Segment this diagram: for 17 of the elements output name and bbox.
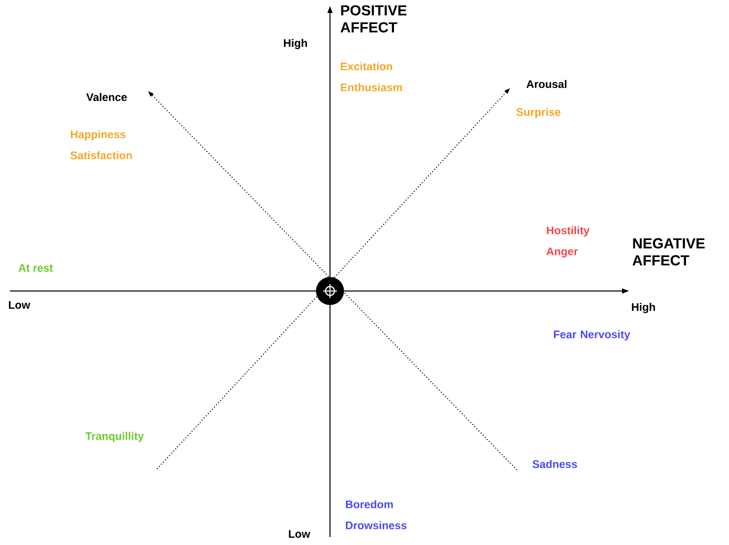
emotion-label: Happiness Satisfaction — [70, 130, 132, 160]
emotion-label: Tranquillity — [85, 432, 144, 442]
axis-label: High — [632, 302, 655, 314]
emotion-label: Surprise — [516, 108, 560, 118]
emotion-label: Excitation Enthusiasm — [340, 62, 402, 92]
axis-title: NEGATIVE AFFECT — [632, 238, 705, 266]
emotion-label: At rest — [18, 264, 53, 272]
axis-label: Low — [288, 530, 310, 538]
axis-label: High — [284, 38, 307, 50]
axis-label: Valence — [86, 92, 127, 102]
emotion-label: Fear Nervosity — [554, 330, 630, 340]
emotion-label: Sadness — [532, 460, 577, 468]
emotion-label: Boredom Drowsiness — [346, 500, 406, 530]
axis-title: POSITIVE AFFECT — [340, 5, 407, 32]
emotion-label: Hostility Anger — [546, 226, 590, 258]
axis-label: Arousal — [526, 80, 566, 88]
axis-label: Low — [8, 301, 30, 309]
